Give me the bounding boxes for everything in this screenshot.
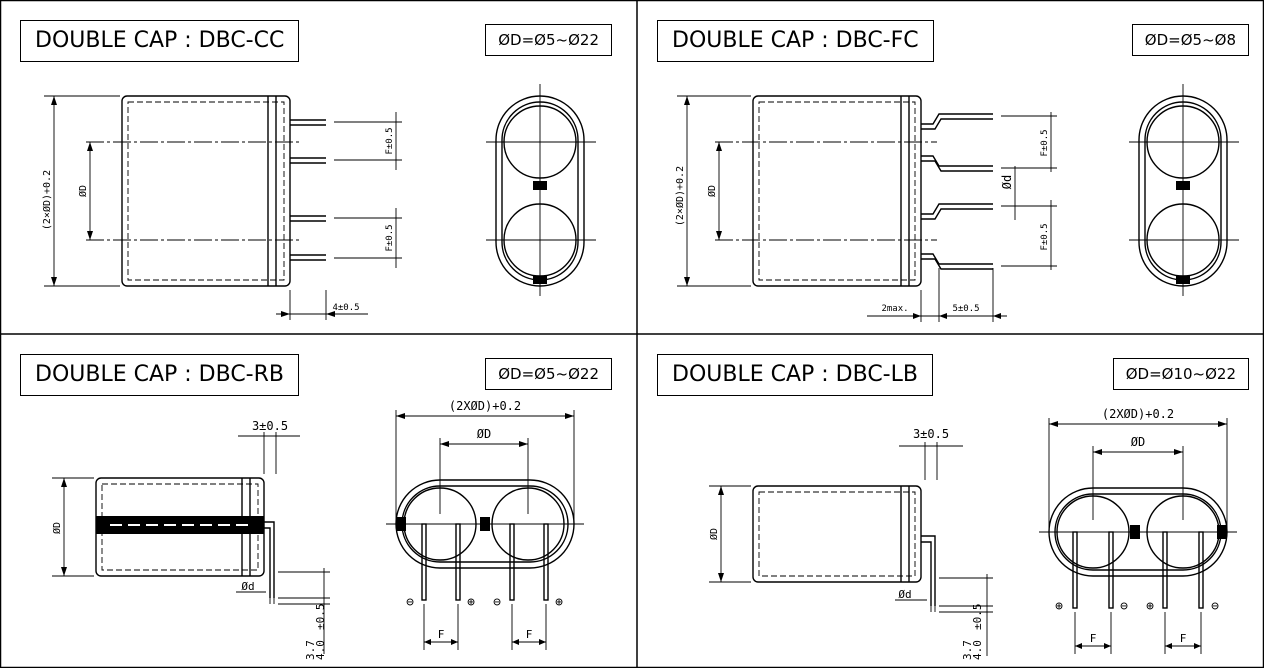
dbc-fc-drawing: (2×ØD)+0.2 ØD F±0.5 F±0.5 Ød 2max. 5±0.5 [674, 84, 1239, 322]
cc-pitch-top-label: F±0.5 [385, 127, 395, 154]
cc-pitch-bottom-label: F±0.5 [385, 224, 395, 251]
lb-pitch-b-label: F [1180, 632, 1187, 645]
fc-lead-length-label: 5±0.5 [952, 304, 979, 314]
fc-lead-dia-label: Ød [1000, 175, 1014, 189]
rb-diameter-label: ØD [51, 522, 63, 534]
rb-lead-dia-label: Ød [241, 580, 254, 593]
lb-polarity-2: ⊖ [1120, 599, 1128, 614]
rb-lead-length-tol: ±0.5 [314, 604, 327, 631]
panel-dbc-lb: 3±0.5 ØD Ød 3.7 4.0 ±0.5 [637, 334, 1264, 668]
rb-polarity-1: ⊖ [406, 595, 414, 610]
fc-pitch-top-label: F±0.5 [1040, 129, 1050, 156]
rb-lead-length-b: 4.0 [314, 640, 327, 660]
lb-polarity-1: ⊕ [1055, 599, 1063, 614]
dbc-rb-range: ØD=Ø5~Ø22 [485, 358, 612, 390]
dbc-fc-title: DOUBLE CAP : DBC-FC [657, 20, 934, 62]
lb-lead-length-a: 3.7 [961, 640, 974, 660]
dbc-fc-range: ØD=Ø5~Ø8 [1131, 24, 1249, 56]
lb-lead-length-tol: ±0.5 [971, 604, 984, 631]
rb-pitch-b-label: F [526, 628, 533, 641]
lb-lead-length-b: 4.0 [971, 640, 984, 660]
panel-dbc-rb: 3±0.5 ØD Ød 3.7 4.0 ±0.5 [0, 334, 632, 668]
cc-height-label: (2×ØD)+0.2 [41, 170, 53, 230]
dbc-cc-range: ØD=Ø5~Ø22 [485, 24, 612, 56]
lb-lead-dia-label: Ød [898, 588, 911, 601]
lb-body-dia-label: ØD [1131, 435, 1145, 449]
cc-diameter-label: ØD [77, 185, 89, 197]
lb-diameter-label: ØD [708, 528, 720, 540]
lb-polarity-4: ⊖ [1211, 599, 1219, 614]
dbc-rb-drawing: 3±0.5 ØD Ød 3.7 4.0 ±0.5 [51, 399, 584, 660]
rb-polarity-4: ⊕ [555, 595, 563, 610]
fc-gap-label: 2max. [881, 304, 908, 314]
panel-dbc-cc: (2×ØD)+0.2 ØD F±0.5 F±0.5 4±0.5 DOUBLE C… [0, 0, 632, 334]
dbc-lb-range: ØD=Ø10~Ø22 [1112, 358, 1249, 390]
dbc-lb-title: DOUBLE CAP : DBC-LB [657, 354, 933, 396]
cc-lead-length-label: 4±0.5 [332, 303, 359, 313]
rb-polarity-2: ⊕ [467, 595, 475, 610]
lb-pitch-a-label: F [1090, 632, 1097, 645]
lb-bend-label: 3±0.5 [913, 427, 949, 441]
rb-pitch-a-label: F [438, 628, 445, 641]
rb-width-label: (2XØD)+0.2 [449, 399, 521, 413]
lb-polarity-3: ⊕ [1146, 599, 1154, 614]
panel-dbc-fc: (2×ØD)+0.2 ØD F±0.5 F±0.5 Ød 2max. 5±0.5… [637, 0, 1264, 334]
fc-height-label: (2×ØD)+0.2 [674, 166, 686, 226]
lb-width-label: (2XØD)+0.2 [1102, 407, 1174, 421]
rb-body-dia-label: ØD [477, 427, 491, 441]
dbc-cc-title: DOUBLE CAP : DBC-CC [20, 20, 300, 62]
rb-bend-label: 3±0.5 [252, 419, 288, 433]
dbc-lb-drawing: 3±0.5 ØD Ød 3.7 4.0 ±0.5 [708, 407, 1237, 660]
rb-lead-length-a: 3.7 [304, 640, 317, 660]
dbc-rb-title: DOUBLE CAP : DBC-RB [20, 354, 300, 396]
fc-pitch-bottom-label: F±0.5 [1040, 223, 1050, 250]
dbc-cc-drawing: (2×ØD)+0.2 ØD F±0.5 F±0.5 4±0.5 [41, 84, 596, 320]
fc-diameter-label: ØD [706, 185, 718, 197]
rb-polarity-3: ⊖ [493, 595, 501, 610]
